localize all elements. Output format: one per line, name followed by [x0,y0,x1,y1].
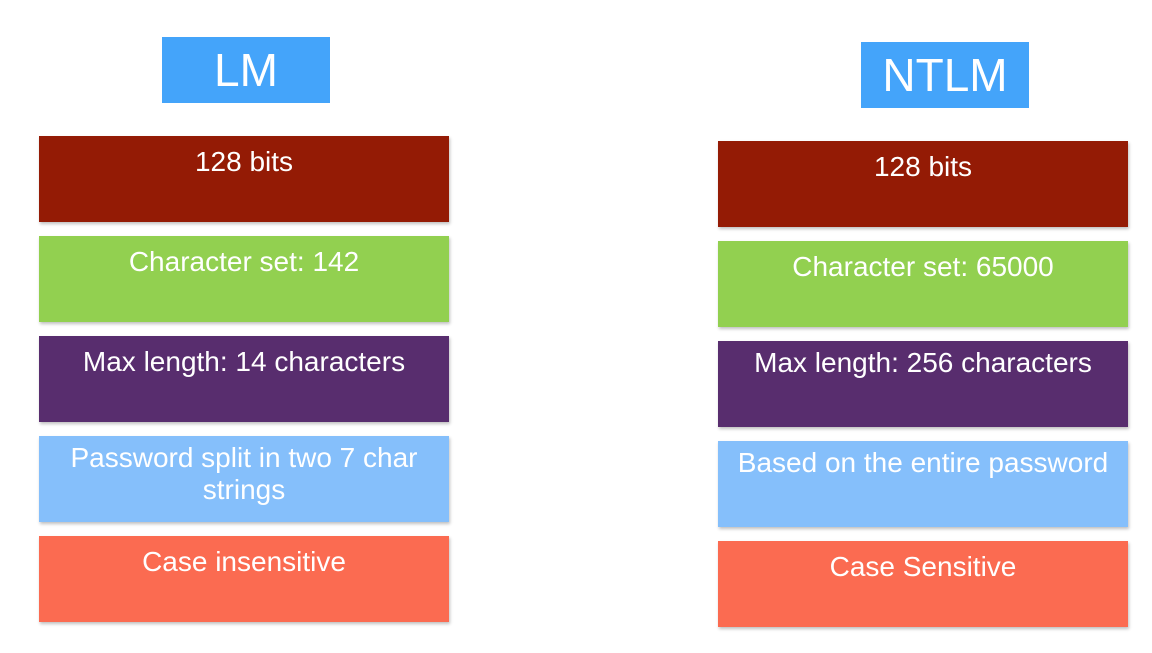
lm-title: LM [162,37,330,103]
ntlm-box-character-set: Character set: 65000 [718,241,1128,327]
ntlm-title: NTLM [861,42,1029,108]
lm-box-password-split: Password split in two 7 char strings [39,436,449,522]
ntlm-box-entire-password-label: Based on the entire password [737,447,1109,478]
lm-box-character-set: Character set: 142 [39,236,449,322]
lm-box-max-length-label: Max length: 14 characters [82,346,406,377]
ntlm-box-max-length-label: Max length: 256 characters [754,347,1092,378]
ntlm-box-character-set-label: Character set: 65000 [792,251,1054,282]
lm-box-hash-size: 128 bits [39,136,449,222]
lm-box-character-set-label: Character set: 142 [128,246,360,277]
ntlm-box-hash-size: 128 bits [718,141,1128,227]
lm-box-max-length: Max length: 14 characters [39,336,449,422]
lm-box-hash-size-label: 128 bits [194,146,294,177]
lm-box-case-label: Case insensitive [142,546,346,577]
ntlm-box-hash-size-label: 128 bits [873,151,973,182]
lm-box-case: Case insensitive [39,536,449,622]
ntlm-box-case: Case Sensitive [718,541,1128,627]
ntlm-box-max-length: Max length: 256 characters [718,341,1128,427]
lm-box-password-split-label: Password split in two 7 char strings [70,442,418,505]
ntlm-box-case-label: Case Sensitive [829,551,1017,582]
ntlm-box-entire-password: Based on the entire password [718,441,1128,527]
